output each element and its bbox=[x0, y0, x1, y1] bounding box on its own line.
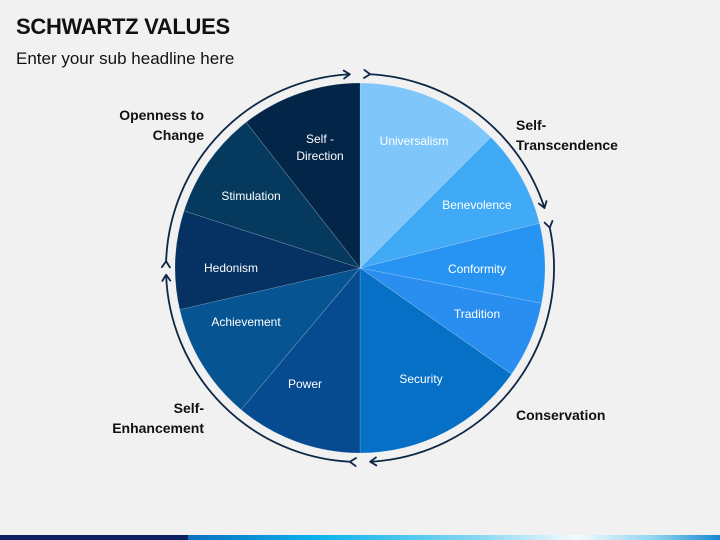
group-label-self-transcendence: Self- Transcendence bbox=[516, 117, 618, 153]
group-arrows bbox=[161, 69, 555, 467]
arrow-conservation bbox=[369, 220, 555, 467]
slice-label: Hedonism bbox=[204, 261, 258, 275]
slice-label: Conformity bbox=[448, 262, 506, 276]
arrow-openness-to-change bbox=[161, 69, 351, 269]
group-label-self-enhancement: Self- Enhancement bbox=[112, 400, 204, 436]
slice-label: Universalism bbox=[380, 134, 449, 148]
group-label-openness-to-change: Openness to Change bbox=[119, 107, 204, 143]
group-label-conservation: Conservation bbox=[516, 407, 606, 423]
footer-bar-dark bbox=[0, 535, 188, 540]
slice-label: Achievement bbox=[211, 315, 281, 329]
slice-label: Power bbox=[288, 377, 322, 391]
slice-label: Tradition bbox=[454, 307, 500, 321]
page-subtitle: Enter your sub headline here bbox=[16, 49, 235, 68]
slice-label: Benevolence bbox=[442, 198, 512, 212]
arrow-self-transcendence bbox=[363, 69, 548, 209]
footer-accent-bar bbox=[0, 535, 720, 540]
footer-bar-gradient bbox=[188, 535, 720, 540]
page-title: SCHWARTZ VALUES bbox=[16, 14, 230, 39]
slice-label: Stimulation bbox=[221, 189, 280, 203]
arrow-self-enhancement bbox=[161, 273, 357, 467]
slice-label: Security bbox=[399, 372, 442, 386]
